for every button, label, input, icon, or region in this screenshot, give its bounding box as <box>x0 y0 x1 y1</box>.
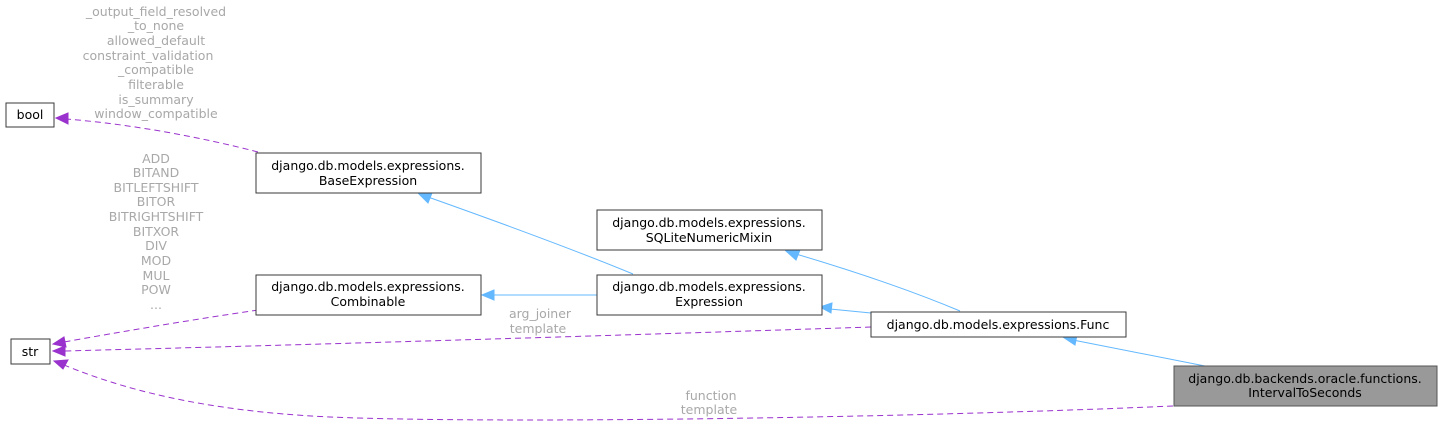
edge-label-line: window_compatible <box>94 106 218 121</box>
node-sqlitenumericmixin[interactable]: django.db.models.expressions. SQLiteNume… <box>596 209 823 251</box>
edge-label-line: allowed_default <box>107 33 205 48</box>
edge-label-base-to-bool: _output_field_resolved _to_none allowed_… <box>83 4 226 121</box>
node-expression[interactable]: django.db.models.expressions. Expression <box>596 274 823 316</box>
node-baseexpression[interactable]: django.db.models.expressions. BaseExpres… <box>255 152 482 194</box>
usage-edges <box>51 112 1174 421</box>
node-label-line1: django.db.models.expressions. <box>612 215 806 230</box>
edge-baseexpression-to-bool <box>65 118 259 153</box>
node-label-line2: Combinable <box>331 294 406 309</box>
node-label: str <box>22 344 39 359</box>
edge-label-line: DIV <box>145 238 167 253</box>
node-label: django.db.models.expressions.Func <box>887 317 1110 332</box>
edge-label-line: ... <box>150 297 162 312</box>
arrowhead-icon <box>818 302 833 314</box>
node-func[interactable]: django.db.models.expressions.Func <box>870 311 1127 338</box>
edge-label-line: is_summary <box>118 92 194 107</box>
edge-func-to-sqlitemixin <box>795 253 961 312</box>
edge-label-func-to-str: arg_joiner template <box>509 306 572 336</box>
edge-label-line: MOD <box>141 253 171 268</box>
edge-label-line: BITLEFTSHIFT <box>114 180 199 195</box>
arrowhead-icon <box>480 289 495 301</box>
edge-label-line: _to_none <box>127 18 185 33</box>
arrowhead-icon <box>416 192 433 204</box>
edge-label-line: function <box>685 388 736 403</box>
arrowhead-icon <box>784 249 801 261</box>
edge-label-line: _compatible <box>117 62 194 77</box>
edge-label-line: arg_joiner <box>509 306 572 321</box>
arrowhead-icon <box>51 336 67 348</box>
edge-interval-to-func <box>1072 339 1206 367</box>
node-label-line2: BaseExpression <box>319 173 417 188</box>
edge-func-to-str <box>63 326 872 352</box>
node-label-line2: IntervalToSeconds <box>1248 385 1362 400</box>
edge-label-line: BITRIGHTSHIFT <box>109 209 204 224</box>
edge-expression-to-baseexpression <box>427 196 634 275</box>
arrowhead-icon <box>54 112 69 125</box>
node-label-line2: SQLiteNumericMixin <box>646 230 772 245</box>
node-str[interactable]: str <box>10 338 51 365</box>
node-label: bool <box>17 107 44 122</box>
node-intervaltoseconds[interactable]: django.db.backends.oracle.functions. Int… <box>1173 365 1438 407</box>
edge-label-line: filterable <box>128 77 184 92</box>
edge-label-line: _output_field_resolved <box>85 4 226 19</box>
node-label-line1: django.db.backends.oracle.functions. <box>1188 371 1421 386</box>
edge-label-line: template <box>681 402 738 417</box>
edge-label-line: POW <box>141 282 171 297</box>
edge-label-line: MUL <box>143 268 170 283</box>
edge-label-line: BITXOR <box>133 224 180 239</box>
edge-label-combinable-to-str: ADD BITAND BITLEFTSHIFT BITOR BITRIGHTSH… <box>109 151 204 312</box>
edge-label-line: BITOR <box>137 194 176 209</box>
edge-label-line: BITAND <box>133 165 179 180</box>
edge-interval-to-str <box>63 364 1174 421</box>
edge-label-line: ADD <box>142 151 170 166</box>
edge-label-line: constraint_validation <box>83 48 214 63</box>
node-label-line2: Expression <box>675 294 743 309</box>
node-combinable[interactable]: django.db.models.expressions. Combinable <box>255 274 482 316</box>
node-label-line1: django.db.models.expressions. <box>612 279 806 294</box>
edge-label-line: template <box>510 321 567 336</box>
edge-label-interval-to-str: function template <box>681 388 738 417</box>
arrowhead-icon <box>52 359 69 370</box>
node-bool[interactable]: bool <box>5 102 55 128</box>
edge-combinable-to-str <box>63 309 259 343</box>
arrowhead-icon <box>51 345 66 357</box>
node-label-line1: django.db.models.expressions. <box>271 279 465 294</box>
inheritance-edges <box>416 192 1206 367</box>
node-label-line1: django.db.models.expressions. <box>271 158 465 173</box>
edge-func-to-expression <box>829 308 872 314</box>
